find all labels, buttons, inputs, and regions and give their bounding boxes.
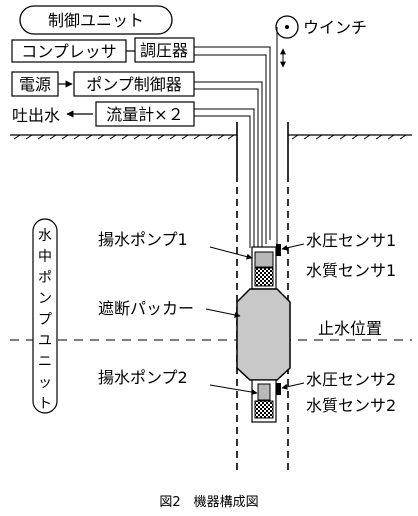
flowmeter-hose-2 [194,115,251,248]
flowmeter-label: 流量計×２ [106,105,183,124]
pump1-label: 揚水ポンプ1 [98,230,188,249]
pressure-sensor2-leader [281,382,305,390]
submersible-unit-char: ン [38,291,52,307]
pump1-leader [209,246,253,260]
ground-hatching-right [291,134,407,140]
hoses [194,46,271,248]
winch-label: ウインチ [303,18,367,37]
sensor1-block [254,267,274,287]
packer-leader [205,308,241,318]
controller-cable [194,81,263,248]
pump-controller-box [73,71,195,97]
regulator-hose-2 [194,54,267,244]
control-unit: 制御ユニット コンプレッサ 調圧器 電源 ポンプ制御器 吐出水 流量計×２ [11,5,195,127]
water-stop-label: 止水位置 [318,319,382,338]
submersible-unit-label: 水 中 ポ ン プ ユ ニ ッ ト [32,218,58,414]
flowmeter-hose [194,108,255,248]
pressure-sensor1-leader [281,243,305,251]
figure-caption: 図2 機器構成図 [159,495,258,510]
regulator-box [134,37,195,63]
submersible-unit-label-box [32,218,58,414]
submersible-unit-char: 中 [38,249,52,265]
pump1 [254,251,274,268]
submersible-unit-char: ニ [38,354,52,370]
ground-hatching-left [13,134,235,140]
controller-cable-2 [194,88,259,248]
quality-sensor1-label: 水質センサ1 [306,261,396,280]
compressor-label: コンプレッサ [21,42,117,61]
ground-surface [10,134,412,140]
control-unit-label-box [19,5,173,35]
pump-controller-label: ポンプ制御器 [86,75,182,94]
winch: ウインチ [275,15,367,247]
packer [236,288,291,381]
pressure-sensor1-tab [276,244,281,256]
pressure-sensor1-label: 水圧センサ1 [306,231,396,250]
power-box [11,71,59,97]
packer-label: 遮断パッカー [98,299,194,318]
quality-sensor2-label: 水質センサ2 [306,396,396,415]
sensor2-block [254,400,274,419]
winch-axle-icon [285,25,289,29]
submersible-unit-char: ト [38,396,52,412]
pressure-sensor2-tab [276,383,281,395]
power-label: 電源 [19,75,51,94]
pump2-label: 揚水ポンプ2 [98,368,188,387]
flowmeter-box [95,101,195,127]
submersible-unit-char: ユ [38,333,52,349]
discharge-label: 吐出水 [12,106,60,125]
callouts: 揚水ポンプ1 遮断パッカー 揚水ポンプ2 水圧センサ1 水質センサ1 止水位置 … [98,230,396,415]
pump2 [257,383,271,401]
regulator-label: 調圧器 [140,41,188,60]
submersible-unit-char: ッ [38,375,52,391]
submersible-unit-char: プ [38,312,52,328]
submersible-unit-char: 水 [38,228,52,244]
submersible-pump-unit [236,244,291,423]
regulator-hose [194,46,271,240]
pressure-sensor2-label: 水圧センサ2 [306,370,396,389]
control-unit-label: 制御ユニット [48,11,144,30]
pump2-leader [209,384,258,396]
submersible-unit-char: ポ [38,270,52,286]
